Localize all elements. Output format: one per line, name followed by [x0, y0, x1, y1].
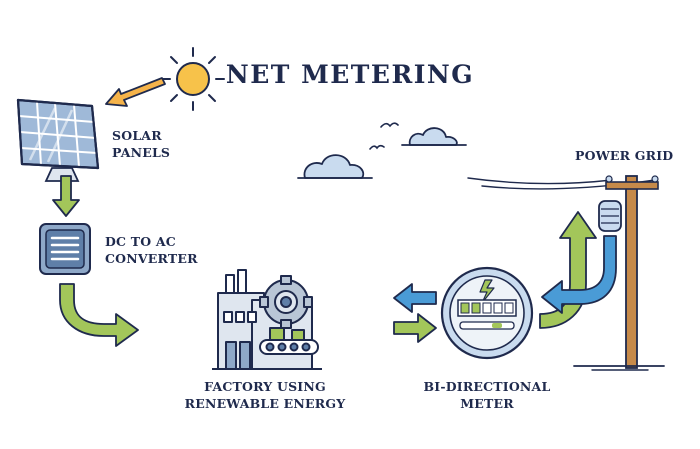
birds-icon — [369, 122, 399, 150]
factory-icon — [212, 269, 322, 370]
meter-label: BI-DIRECTIONAL METER — [410, 378, 564, 412]
meter-to-grid-arrow — [539, 211, 597, 329]
power-pole-icon — [573, 175, 665, 371]
outgoing-power-arrow — [393, 283, 437, 313]
bidirectional-meter-icon — [440, 266, 534, 360]
solar-panel-icon — [16, 98, 100, 182]
solar-label-line2: PANELS — [112, 145, 171, 160]
incoming-power-arrow — [393, 313, 437, 343]
converter-label-line1: DC TO AC — [105, 234, 176, 249]
grid-to-meter-arrow — [541, 235, 617, 314]
meter-label-line2: METER — [460, 396, 514, 411]
cloud-icon — [401, 127, 467, 146]
power-grid-label: POWER GRID — [575, 148, 674, 163]
solar-panels-label: SOLAR PANELS — [112, 127, 170, 161]
sun-icon — [161, 47, 225, 111]
sunlight-arrow — [105, 77, 166, 107]
factory-label-line2: RENEWABLE ENERGY — [184, 396, 346, 411]
panel-to-converter-arrow — [52, 175, 80, 217]
converter-icon — [39, 223, 91, 275]
converter-label: DC TO AC CONVERTER — [105, 233, 198, 267]
meter-label-line1: BI-DIRECTIONAL — [423, 379, 551, 394]
factory-label-line1: FACTORY USING — [204, 379, 326, 394]
solar-label-line1: SOLAR — [112, 128, 162, 143]
page-title: NET METERING — [225, 60, 475, 89]
converter-label-line2: CONVERTER — [105, 251, 198, 266]
factory-label: FACTORY USING RENEWABLE ENERGY — [170, 378, 360, 412]
converter-to-factory-arrow — [59, 283, 139, 347]
cloud-icon — [297, 154, 373, 179]
